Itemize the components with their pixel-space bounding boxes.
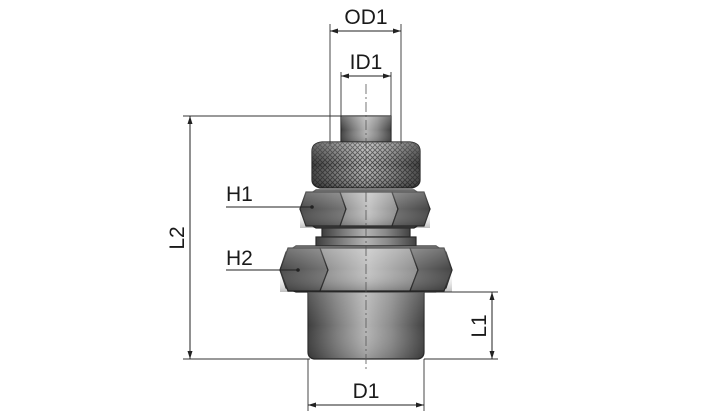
dim-l1: L1 bbox=[424, 291, 498, 360]
h2-label: H2 bbox=[226, 247, 253, 270]
leader-h1: H1 bbox=[226, 183, 314, 209]
dim-l2: L2 bbox=[166, 115, 342, 360]
od1-label: OD1 bbox=[344, 6, 387, 29]
l1-label: L1 bbox=[468, 314, 491, 337]
leader-h2: H2 bbox=[226, 247, 300, 272]
id1-label: ID1 bbox=[350, 51, 383, 74]
hex-nut-h1 bbox=[299, 189, 431, 229]
dim-id1: ID1 bbox=[340, 51, 392, 116]
d1-label: D1 bbox=[353, 380, 380, 403]
dim-od1: OD1 bbox=[329, 6, 402, 144]
dim-d1: D1 bbox=[307, 359, 425, 411]
l2-label: L2 bbox=[166, 226, 189, 249]
h1-label: H1 bbox=[226, 183, 253, 206]
